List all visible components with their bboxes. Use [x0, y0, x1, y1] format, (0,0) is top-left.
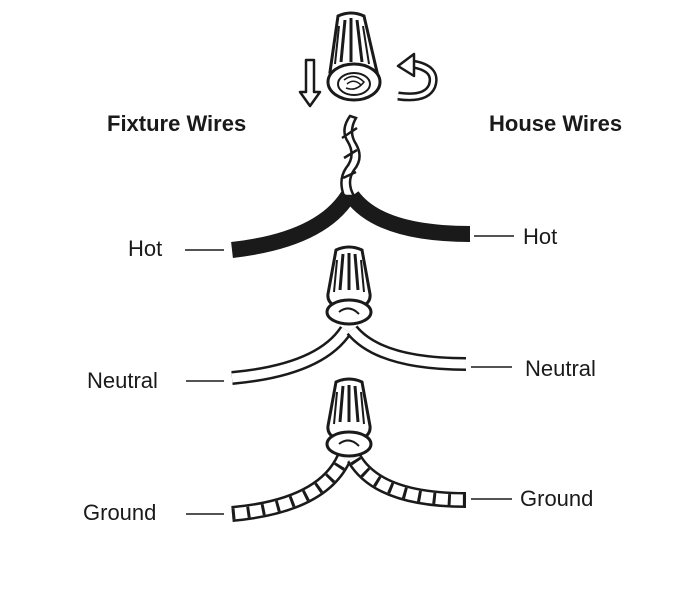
neutral-left-label: Neutral	[87, 368, 158, 393]
fixture-wires-heading: Fixture Wires	[107, 111, 247, 136]
wire-nut-icon	[325, 245, 373, 326]
twist-arrow-icon	[396, 52, 438, 102]
down-arrow-icon	[298, 58, 322, 108]
twisted-wire-strands	[340, 114, 361, 198]
wire-nut-icon	[325, 377, 373, 458]
ground-wire	[186, 453, 512, 522]
neutral-wire	[186, 325, 512, 385]
wire-nut-icon	[326, 11, 382, 102]
neutral-right-label: Neutral	[525, 356, 596, 381]
ground-right-label: Ground	[520, 486, 594, 511]
hot-right-label: Hot	[523, 224, 558, 249]
hot-wire	[185, 190, 514, 258]
ground-left-label: Ground	[83, 500, 157, 525]
house-wires-heading: House Wires	[489, 111, 623, 136]
hot-left-label: Hot	[128, 236, 163, 261]
